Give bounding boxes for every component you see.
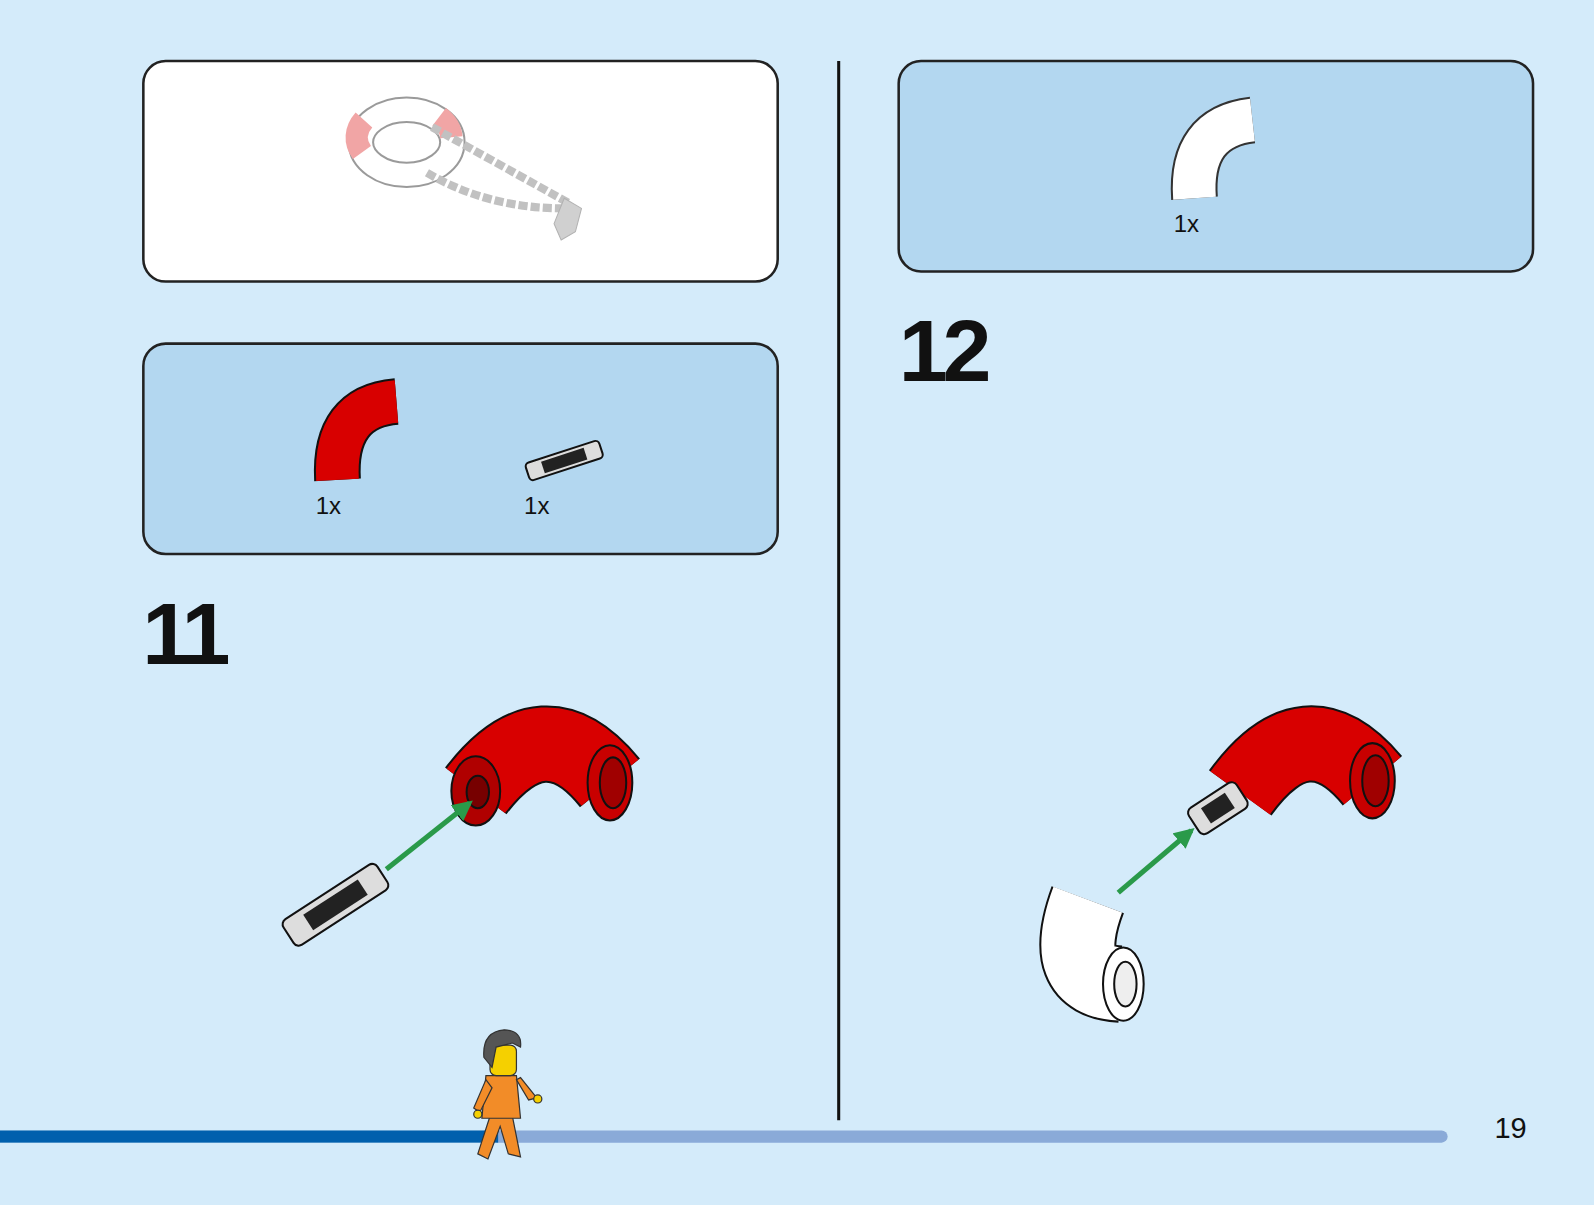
white-elbow-part (1078, 900, 1144, 1021)
step-number: 12 (899, 307, 987, 395)
assembly-arrow (1118, 831, 1191, 893)
red-elbow-part (1240, 743, 1395, 818)
part-count: 1x (524, 492, 549, 520)
white-elbow-part (1194, 120, 1252, 198)
technic-pin (525, 440, 604, 481)
step-number: 11 (142, 590, 225, 678)
parts-callout: 1x 1x (143, 344, 777, 554)
progress-bar (0, 1130, 498, 1142)
parts-panel (143, 344, 777, 554)
red-elbow-part (337, 402, 396, 480)
parts-panel (899, 61, 1533, 271)
technic-pin (280, 862, 390, 948)
part-count: 1x (1174, 210, 1199, 238)
technic-pin (1186, 780, 1250, 837)
divider (837, 61, 840, 1120)
parts-callout: 1x (899, 61, 1533, 271)
page-number: 19 (1494, 1114, 1526, 1143)
life-ring (357, 110, 582, 240)
previous-assembly-box (143, 61, 777, 282)
minifigure (474, 1030, 542, 1159)
progress-track (498, 1130, 1441, 1142)
assembly-arrow (386, 803, 469, 869)
part-count: 1x (316, 492, 341, 520)
red-elbow-part (451, 744, 632, 825)
